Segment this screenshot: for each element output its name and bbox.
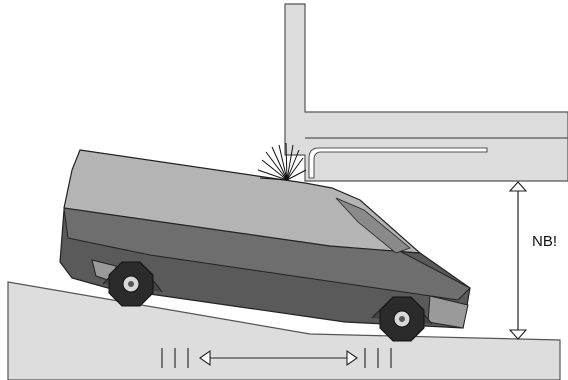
van-front-bumper	[427, 295, 469, 329]
horizontal-arrow-left	[199, 349, 211, 367]
van-upper-body	[63, 149, 422, 254]
horizontal-dimension	[161, 348, 392, 368]
clearance-label: NB!	[532, 233, 557, 250]
front-hub	[399, 316, 405, 322]
front-wheel	[379, 296, 425, 342]
van-windshield	[335, 197, 411, 254]
impact-burst	[257, 142, 307, 181]
label-backdrop	[530, 230, 566, 250]
clearance-dimension: NB!	[508, 181, 566, 340]
ground-ramp	[7, 281, 561, 380]
building-structure	[284, 3, 568, 182]
clearance-arrow-top	[508, 181, 528, 192]
overhead-structure	[284, 3, 568, 182]
van	[59, 149, 471, 329]
rear-hub	[128, 281, 134, 287]
rear-wheel	[108, 261, 154, 307]
horizontal-arrow-right	[346, 349, 358, 367]
clearance-arrow-bottom	[508, 329, 528, 340]
door-rail	[308, 147, 488, 179]
